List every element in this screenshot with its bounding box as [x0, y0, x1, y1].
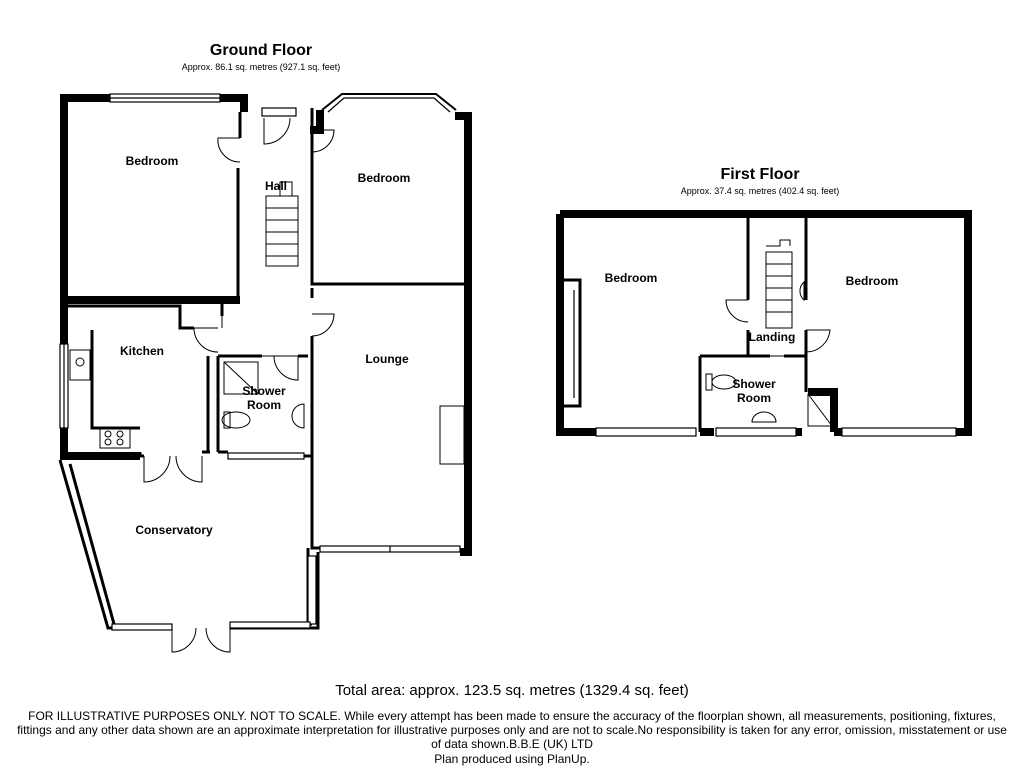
room-label-bedroom: Bedroom — [357, 171, 411, 185]
room-label-bedroom: Bedroom — [845, 274, 899, 288]
ground-floor-title: Ground Floor — [209, 42, 313, 59]
room-label-shower-room: Shower Room — [732, 377, 776, 405]
first-floor-inner-walls — [564, 218, 808, 432]
room-label-bedroom: Bedroom — [604, 271, 658, 285]
first-floor-doors — [725, 299, 831, 357]
ground-floor-windows — [59, 93, 461, 631]
ground-floor-doors — [143, 117, 335, 653]
room-label-hall: Hall — [264, 179, 287, 193]
ground-floor-plan — [58, 93, 472, 653]
first-floor-area: Approx. 37.4 sq. metres (402.4 sq. feet) — [680, 186, 840, 196]
room-label-landing: Landing — [748, 330, 796, 344]
first-floor-stairs — [765, 239, 793, 329]
first-floor-title: First Floor — [720, 166, 800, 183]
first-floor-plan — [556, 210, 972, 437]
room-label-lounge: Lounge — [365, 352, 409, 366]
first-floor-outer-walls — [556, 210, 972, 436]
room-label-kitchen: Kitchen — [119, 344, 164, 358]
ground-floor-fixtures — [69, 349, 465, 465]
disclaimer-text: FOR ILLUSTRATIVE PURPOSES ONLY. NOT TO S… — [17, 709, 1007, 751]
ground-floor-inner-walls — [60, 108, 466, 550]
room-label-bedroom: Bedroom — [125, 154, 179, 168]
room-label-shower-room: Shower Room — [242, 384, 286, 412]
first-floor-windows — [573, 290, 957, 437]
first-floor-fixtures — [705, 280, 833, 427]
ground-floor-area: Approx. 86.1 sq. metres (927.1 sq. feet) — [181, 62, 341, 72]
total-area: Total area: approx. 123.5 sq. metres (13… — [335, 682, 689, 699]
plan-credit: Plan produced using PlanUp. — [434, 752, 590, 766]
room-label-conservatory: Conservatory — [135, 523, 213, 537]
ground-floor-stairs — [265, 181, 299, 267]
conservatory-walls — [58, 459, 320, 630]
